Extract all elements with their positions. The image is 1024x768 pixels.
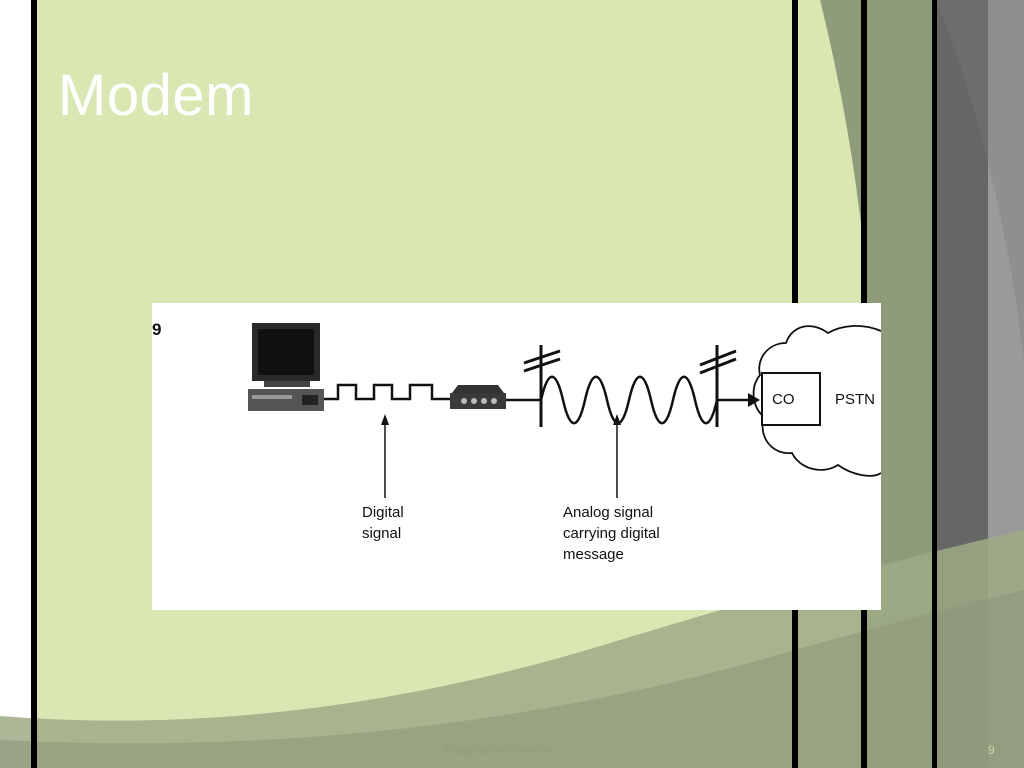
digital-signal-label-line2: signal [362,525,401,542]
arrow-up-icon [613,414,621,425]
analog-signal-label-line1: Analog signal [563,504,653,521]
telephone-pole-icon [699,345,737,427]
page-number: 9 [988,743,995,757]
figure-number: 9 [152,320,161,339]
telephone-pole-icon [523,345,561,427]
digital-signal-label-line1: Digital [362,504,404,521]
left-border-line [31,0,37,768]
analog-signal-label-line2: carrying digital [563,525,660,542]
arrow-up-icon [381,414,389,425]
co-label: CO [772,391,795,408]
slide-footer: Fragmented Internet [445,743,554,757]
pstn-label: PSTN [835,391,875,408]
modem-icon [450,385,506,409]
divider-line [932,0,937,768]
computer-icon [248,323,324,411]
pstn-cloud [752,325,881,477]
slide-title: Modem [58,63,254,128]
analog-signal-label-line3: message [563,546,624,563]
co-box [761,372,821,426]
digital-signal-wave [324,383,450,401]
analog-signal-wave [539,375,719,425]
left-margin-band [0,0,31,768]
modem-diagram: 9 [152,303,881,610]
